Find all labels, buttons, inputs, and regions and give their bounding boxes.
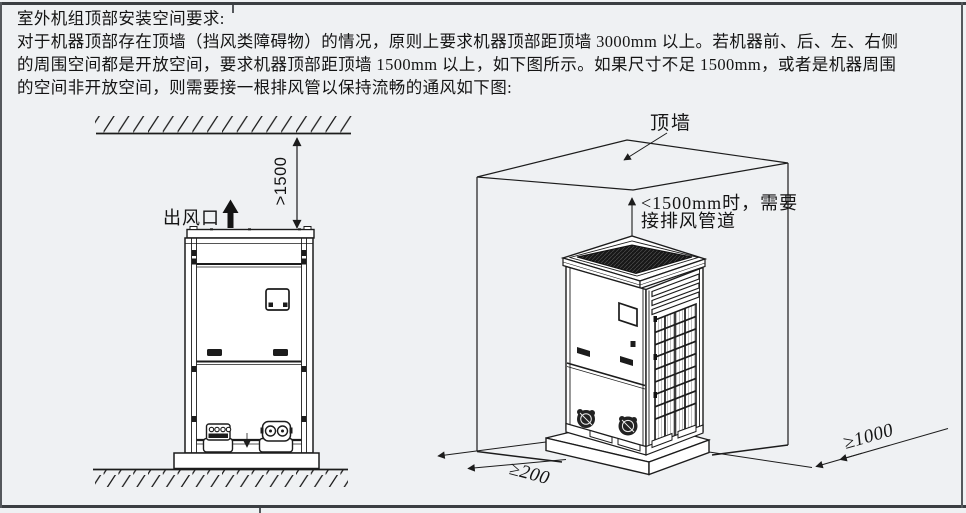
outdoor-unit-front-view — [184, 237, 314, 454]
table-border-left — [0, 2, 2, 508]
left-clearance-label: ≥200 — [507, 458, 552, 489]
left-diagram: >1500 出风口 — [93, 116, 352, 487]
vent-slot — [207, 349, 222, 356]
right-clearance-dimension: ≥1000 — [708, 420, 949, 469]
air-outlet-arrow-icon — [222, 199, 239, 228]
pedestal — [173, 452, 320, 470]
air-outlet-label: 出风口 — [163, 208, 220, 228]
exhaust-note-line1: <1500mm时，需要 — [641, 193, 798, 213]
table-column-tick-top — [232, 5, 234, 13]
vent-slot — [273, 349, 288, 356]
right-floor-edge — [711, 444, 789, 456]
clearance-dimension-label: >1500 — [272, 157, 290, 206]
compressor-right — [258, 420, 294, 453]
right-diagram: 顶墙 <1500mm时，需要 接排风管道 ≥200 ≥1000 — [437, 112, 949, 489]
ground-hatch — [95, 470, 348, 487]
table-column-tick-bottom — [259, 508, 261, 513]
fan-grille-mesh — [576, 244, 693, 275]
section-title: 室外机组顶部安装空间要求: — [17, 9, 225, 28]
unit-top-cap — [186, 228, 315, 239]
top-wall-label: 顶墙 — [650, 112, 692, 134]
ceiling-hatch — [95, 116, 352, 133]
table-border-right — [961, 2, 963, 508]
body-line: 的空间非开放空间，则需要接一根排风管以保持流畅的通风如下图: — [17, 78, 513, 97]
compressor-iso — [577, 409, 638, 436]
table-border-bottom — [0, 505, 966, 508]
body-line: 对于机器顶部存在顶墙（挡风类障碍物）的情况，原则上要求机器顶部距顶墙 3000m… — [17, 32, 899, 51]
nameplate-iso — [618, 301, 638, 328]
left-floor-edge — [476, 450, 563, 463]
rail-hinges — [192, 250, 306, 422]
coil-guard-grille — [653, 302, 697, 446]
exhaust-note-line2: 接排风管道 — [641, 211, 736, 231]
compressor-left — [202, 423, 234, 453]
outdoor-unit-iso-view — [560, 235, 708, 456]
right-clearance-label: ≥1000 — [841, 420, 896, 454]
requirements-text: 室外机组顶部安装空间要求: 对于机器顶部存在顶墙（挡风类障碍物）的情况，原则上要… — [17, 7, 953, 99]
table-border-top — [0, 2, 966, 5]
top-wall-leader: 顶墙 — [623, 112, 692, 161]
ceiling-plane — [476, 139, 789, 191]
body-line: 的周围空间都是开放空间，要求机器顶部距顶墙 1500mm 以上，如下图所示。如果… — [17, 55, 897, 74]
